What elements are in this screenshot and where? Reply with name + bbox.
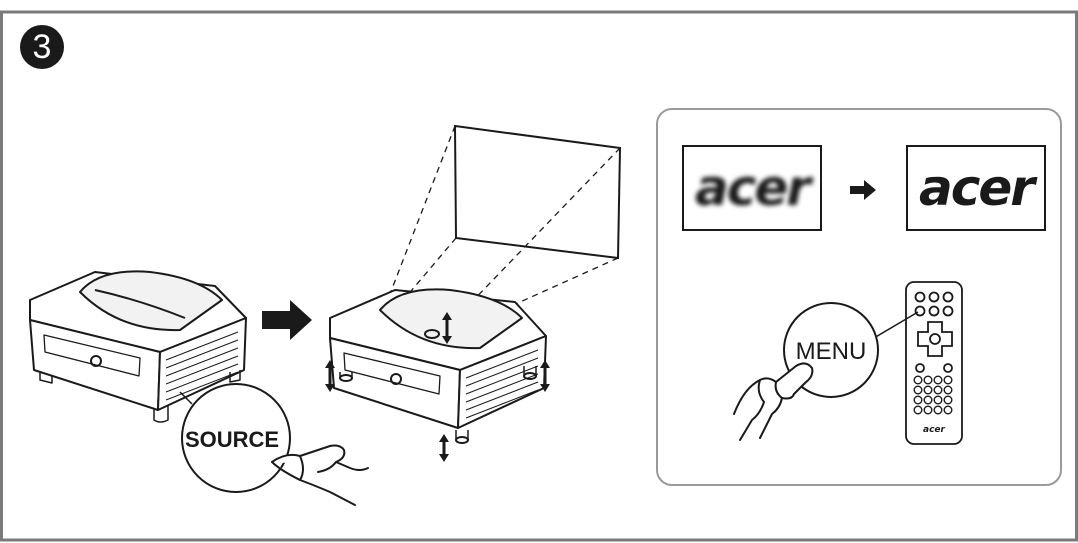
menu-button-label: MENU: [796, 338, 867, 365]
small-right-arrow-icon: [848, 180, 878, 200]
hand-icon: [272, 446, 368, 506]
projector-right: [330, 289, 546, 443]
logo-sharp-box: acer: [906, 145, 1046, 231]
remote-control-icon: [906, 282, 962, 444]
right-arrow-icon: [262, 300, 312, 340]
logo-blurry: acer: [695, 159, 809, 217]
source-button-label: SOURCE: [185, 427, 279, 452]
remote-brand-label: acer: [923, 425, 946, 435]
pointing-hand-icon: [734, 363, 812, 440]
logo-blurry-box: acer: [682, 145, 822, 231]
logo-sharp: acer: [919, 159, 1033, 217]
remote-illustration: acer MENU: [656, 280, 1066, 480]
projector-setup-illustration: SOURCE: [0, 0, 650, 543]
projection-screen: [455, 126, 620, 258]
